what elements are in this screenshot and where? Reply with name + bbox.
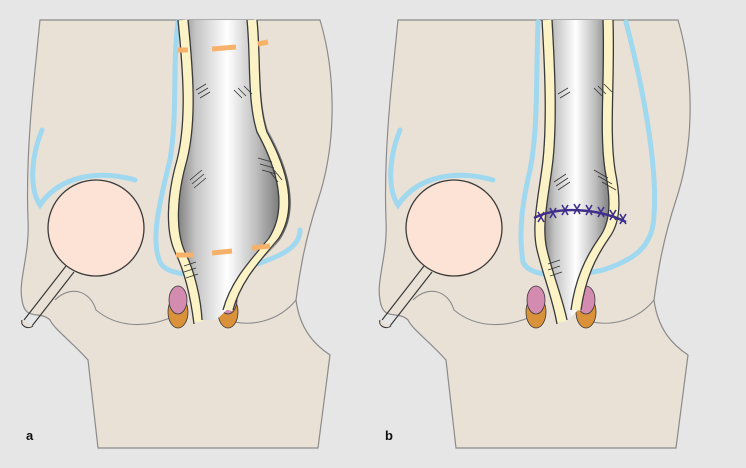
- panel-label-a: a: [26, 428, 34, 443]
- bowel-outline-right-a: [222, 19, 290, 311]
- anastomosis-suture-b: [533, 203, 627, 225]
- resection-marks-upper-a: [178, 39, 269, 53]
- mucosal-folds-b: [547, 83, 617, 277]
- bowel-outline-left-b: [534, 19, 568, 325]
- bowel-outline-left-a: [167, 19, 203, 325]
- bowel-wall-right-a: [223, 19, 289, 312]
- panel-a: [21, 20, 332, 448]
- mucosal-folds-a: [183, 83, 283, 279]
- resection-marks-lower-a: [176, 243, 271, 258]
- panel-b: [379, 20, 690, 448]
- bowel-outline-right-b: [570, 19, 620, 311]
- bowel-wall-right-b: [571, 19, 619, 311]
- panel-label-b: b: [385, 428, 393, 443]
- bowel-wall-left-b: [535, 19, 567, 323]
- peritoneum-right-a: [153, 19, 303, 278]
- bowel-wall-left-a: [169, 19, 203, 323]
